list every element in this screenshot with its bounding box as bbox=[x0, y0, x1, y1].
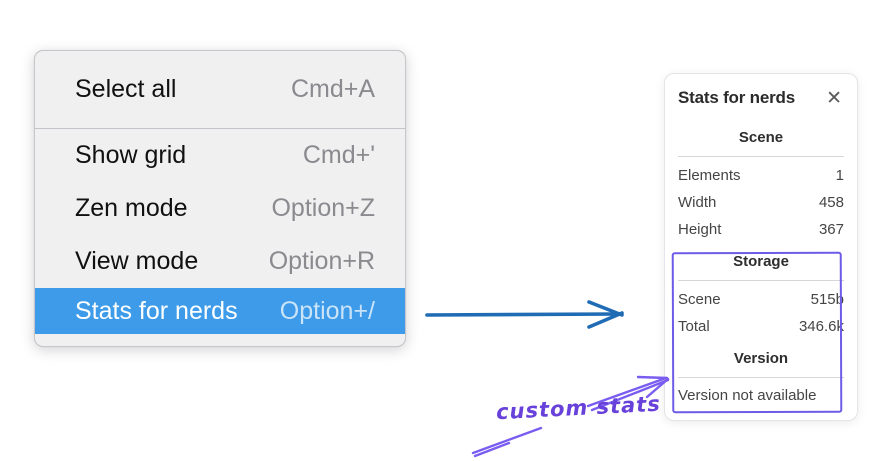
stat-row-width: Width 458 bbox=[678, 189, 844, 216]
menu-item-shortcut: Option+/ bbox=[279, 296, 375, 325]
section-title-scene: Scene bbox=[738, 129, 784, 146]
menu-item-shortcut: Cmd+' bbox=[302, 141, 375, 169]
menu-item-label: Show grid bbox=[75, 141, 187, 169]
menu-item-stats-for-nerds[interactable]: Stats for nerds Option+/ bbox=[35, 288, 405, 334]
section-title-version: Version bbox=[733, 350, 789, 367]
stat-label: Scene bbox=[678, 291, 721, 308]
stat-value: 367 bbox=[818, 221, 844, 238]
annotation-arrow-tail bbox=[471, 426, 543, 458]
menu-item-zen-mode[interactable]: Zen mode Option+Z bbox=[35, 182, 405, 235]
flow-arrow bbox=[425, 300, 624, 329]
stat-row-height: Height 367 bbox=[678, 216, 844, 243]
section-divider bbox=[678, 280, 844, 281]
menu-item-select-all[interactable]: Select all Cmd+A bbox=[35, 51, 405, 128]
stat-row-total-size: Total 346.6k bbox=[678, 313, 844, 340]
stat-value: 346.6k bbox=[798, 318, 844, 335]
stat-label: Elements bbox=[678, 167, 741, 184]
menu-divider bbox=[35, 128, 405, 129]
section-divider bbox=[678, 377, 844, 378]
stat-label: Total bbox=[678, 318, 710, 335]
menu-item-shortcut: Option+Z bbox=[271, 194, 375, 222]
stat-row-scene-size: Scene 515b bbox=[678, 286, 844, 313]
menu-item-label: View mode bbox=[75, 247, 199, 275]
close-icon[interactable]: ✕ bbox=[826, 87, 842, 109]
menu-item-shortcut: Option+R bbox=[268, 247, 375, 275]
custom-stats-annotation-label: custom stats bbox=[495, 391, 662, 425]
stat-label: Height bbox=[678, 221, 722, 238]
menu-item-show-grid[interactable]: Show grid Cmd+' bbox=[35, 129, 405, 182]
menu-item-label: Stats for nerds bbox=[75, 296, 238, 325]
stats-panel-title: Stats for nerds bbox=[678, 88, 795, 107]
stat-row-elements: Elements 1 bbox=[678, 162, 844, 189]
stat-value: 458 bbox=[818, 194, 844, 211]
annotation-arrow-head bbox=[586, 375, 670, 412]
menu-item-shortcut: Cmd+A bbox=[290, 75, 375, 103]
stat-label: Width bbox=[678, 194, 717, 211]
section-divider bbox=[678, 156, 844, 157]
version-note: Version not available bbox=[678, 387, 817, 404]
stat-value: 515b bbox=[810, 291, 844, 308]
storage-rows: Scene 515b Total 346.6k bbox=[678, 281, 844, 340]
stats-panel: Stats for nerds ✕ Scene Elements 1 Width… bbox=[664, 73, 858, 421]
menu-item-view-mode[interactable]: View mode Option+R bbox=[35, 235, 405, 288]
menu-item-label: Select all bbox=[75, 75, 177, 103]
stat-value: 1 bbox=[835, 167, 844, 184]
scene-rows: Elements 1 Width 458 Height 367 bbox=[678, 157, 844, 243]
stats-panel-header: Stats for nerds ✕ bbox=[678, 86, 844, 110]
context-menu: Select all Cmd+A Show grid Cmd+' Zen mod… bbox=[34, 50, 406, 347]
menu-item-label: Zen mode bbox=[75, 194, 188, 222]
section-title-storage: Storage bbox=[733, 253, 789, 270]
